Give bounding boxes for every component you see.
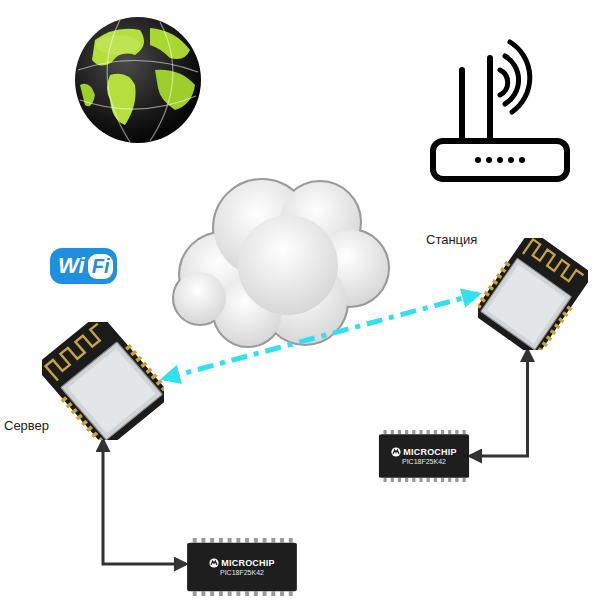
wifi-module: Станция (478, 238, 588, 350)
microcontroller-chip: MICROCHIPPIC18F25K42 (186, 538, 298, 596)
router-icon (433, 42, 567, 179)
module-label: Станция (426, 232, 477, 247)
data-link (103, 440, 186, 564)
logo-text: Wi (58, 253, 85, 279)
chip-part-number: PIC18F25K42 (402, 458, 446, 465)
data-link (470, 350, 528, 456)
cloud-icon (174, 180, 388, 346)
microchip-logo (209, 558, 219, 568)
wireless-link (164, 294, 478, 379)
brand-text: MICROCHIP (403, 447, 456, 457)
esp-module (478, 238, 588, 350)
part-number-text: PIC18F25K42 (220, 569, 264, 576)
wifi-module: Сервер (42, 322, 164, 440)
chip-part-number: PIC18F25K42 (220, 569, 264, 576)
microcontroller-chip: MICROCHIPPIC18F25K42 (378, 430, 470, 482)
chip-brand: MICROCHIP (209, 558, 274, 568)
esp-module (42, 322, 164, 440)
microchip-logo (391, 447, 401, 457)
brand-text: MICROCHIP (221, 558, 274, 568)
logo-text: Fi (88, 254, 114, 279)
globe-icon (75, 17, 201, 143)
chip-brand: MICROCHIP (391, 447, 456, 457)
part-number-text: PIC18F25K42 (402, 458, 446, 465)
wifi-logo: WiFi (50, 248, 117, 284)
module-label: Сервер (4, 418, 49, 433)
